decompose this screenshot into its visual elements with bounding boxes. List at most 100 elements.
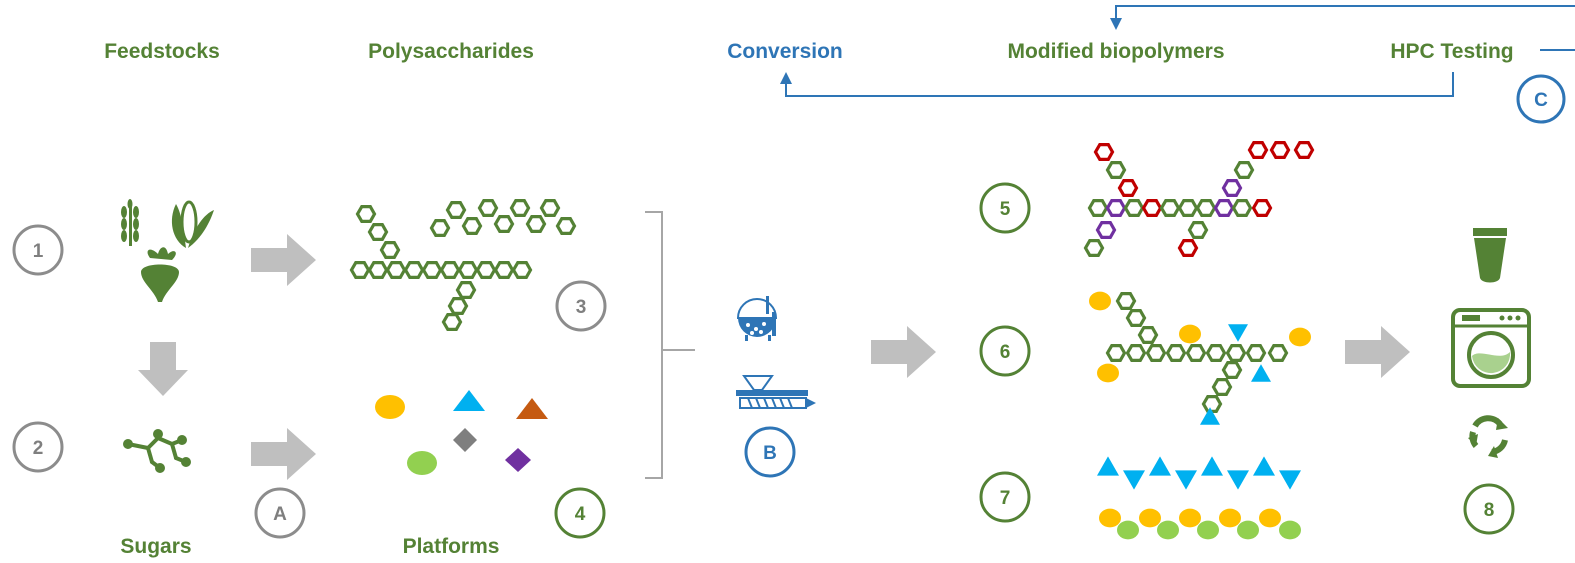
loop-arrow-to-modified — [1110, 5, 1575, 30]
substituent-cyan — [1253, 456, 1275, 476]
substituent-cyan — [1279, 470, 1301, 490]
modified-unit-purple — [1213, 199, 1235, 217]
substituent-cyan — [1175, 470, 1197, 490]
substituent-yellow — [1289, 327, 1311, 347]
arrow-sugar-to-platform — [251, 428, 316, 480]
glucose-unit — [1125, 309, 1147, 327]
substituent-yellow — [1179, 324, 1201, 344]
glucose-unit — [509, 199, 531, 217]
glucose-unit — [511, 261, 533, 279]
glucose-unit — [367, 261, 389, 279]
substituent-green — [1197, 520, 1219, 540]
modified-biopolymer-7 — [1097, 456, 1301, 540]
substituent-cyan — [1201, 456, 1223, 476]
glucose-unit — [1137, 326, 1159, 344]
glucose-unit — [441, 313, 463, 331]
grouping-bracket — [645, 211, 695, 479]
marker-b: B — [744, 426, 796, 478]
svg-text:B: B — [763, 443, 777, 464]
modified-biopolymers-label: Modified biopolymers — [1007, 40, 1224, 63]
substituent-yellow — [1219, 508, 1241, 528]
recycle-icon — [1468, 415, 1508, 458]
svg-text:1: 1 — [33, 241, 44, 262]
glucose-unit — [1245, 344, 1267, 362]
glucose-unit — [349, 261, 371, 279]
glucose-unit — [1225, 344, 1247, 362]
svg-text:C: C — [1534, 90, 1548, 111]
arrow-conversion-to-modified — [871, 326, 936, 378]
glucose-unit — [1177, 199, 1199, 217]
substituent-cyan — [1200, 407, 1220, 425]
extruder-icon — [736, 375, 816, 409]
glucose-unit — [1211, 378, 1233, 396]
hpc-testing-label: HPC Testing — [1390, 40, 1513, 63]
svg-text:3: 3 — [576, 297, 587, 318]
glucose-unit — [1159, 199, 1181, 217]
arrow-feedstock-to-sugar — [138, 342, 188, 396]
glucose-unit — [1187, 221, 1209, 239]
glucose-unit — [429, 219, 451, 237]
modified-unit-red — [1093, 143, 1115, 161]
substituent-yellow — [1097, 363, 1119, 383]
substituent-cyan — [1227, 470, 1249, 490]
svg-text:5: 5 — [1000, 199, 1011, 220]
wheat-icon — [121, 199, 139, 246]
glucose-unit — [355, 205, 377, 223]
glucose-unit — [445, 201, 467, 219]
glucose-unit — [457, 261, 479, 279]
substituent-cyan — [1149, 456, 1171, 476]
glucose-unit — [379, 241, 401, 259]
beet-icon — [141, 247, 179, 302]
svg-text:6: 6 — [1000, 342, 1011, 363]
glucose-unit — [1231, 199, 1253, 217]
marker-6: 6 — [979, 325, 1031, 377]
substituent-cyan — [1123, 470, 1145, 490]
glucose-unit — [1195, 199, 1217, 217]
svg-text:4: 4 — [575, 504, 586, 525]
glucose-unit — [1115, 292, 1137, 310]
substituent-yellow — [1179, 508, 1201, 528]
yellow-circle — [375, 395, 405, 419]
glucose-unit — [367, 223, 389, 241]
svg-text:2: 2 — [33, 438, 44, 459]
loop-arrow-to-conversion — [780, 72, 1454, 97]
sugar-molecule-icon — [123, 429, 191, 473]
modified-unit-red — [1141, 199, 1163, 217]
washing-machine-icon — [1451, 308, 1531, 388]
substituent-cyan — [1251, 364, 1271, 382]
modified-unit-red — [1247, 141, 1269, 159]
glucose-unit — [421, 261, 443, 279]
svg-text:7: 7 — [1000, 488, 1011, 509]
glucose-unit — [539, 199, 561, 217]
glucose-unit — [1201, 395, 1223, 413]
glucose-unit — [555, 217, 577, 235]
corn-icon — [171, 200, 214, 248]
glucose-unit — [1105, 344, 1127, 362]
glucose-unit — [493, 261, 515, 279]
glucose-unit — [1105, 161, 1127, 179]
gray-diamond — [453, 428, 477, 452]
marker-5: 5 — [979, 182, 1031, 234]
modified-unit-purple — [1095, 221, 1117, 239]
glucose-unit — [447, 297, 469, 315]
modified-unit-purple — [1105, 199, 1127, 217]
marker-c: C — [1516, 74, 1566, 124]
modified-unit-red — [1293, 141, 1315, 159]
svg-text:A: A — [273, 504, 287, 525]
substituent-yellow — [1139, 508, 1161, 528]
glucose-unit — [1145, 344, 1167, 362]
modified-biopolymer-5 — [1083, 141, 1315, 257]
polysaccharides-label: Polysaccharides — [368, 40, 534, 63]
glucose-unit — [439, 261, 461, 279]
glucose-unit — [1083, 239, 1105, 257]
glucose-unit — [1165, 344, 1187, 362]
cyan-triangle — [453, 390, 485, 411]
marker-7: 7 — [979, 471, 1031, 523]
svg-text:8: 8 — [1484, 500, 1495, 521]
glucose-unit — [493, 215, 515, 233]
modified-unit-red — [1269, 141, 1291, 159]
substituent-yellow — [1089, 291, 1111, 311]
modified-unit-red — [1177, 239, 1199, 257]
polysaccharide-chain — [349, 199, 577, 331]
